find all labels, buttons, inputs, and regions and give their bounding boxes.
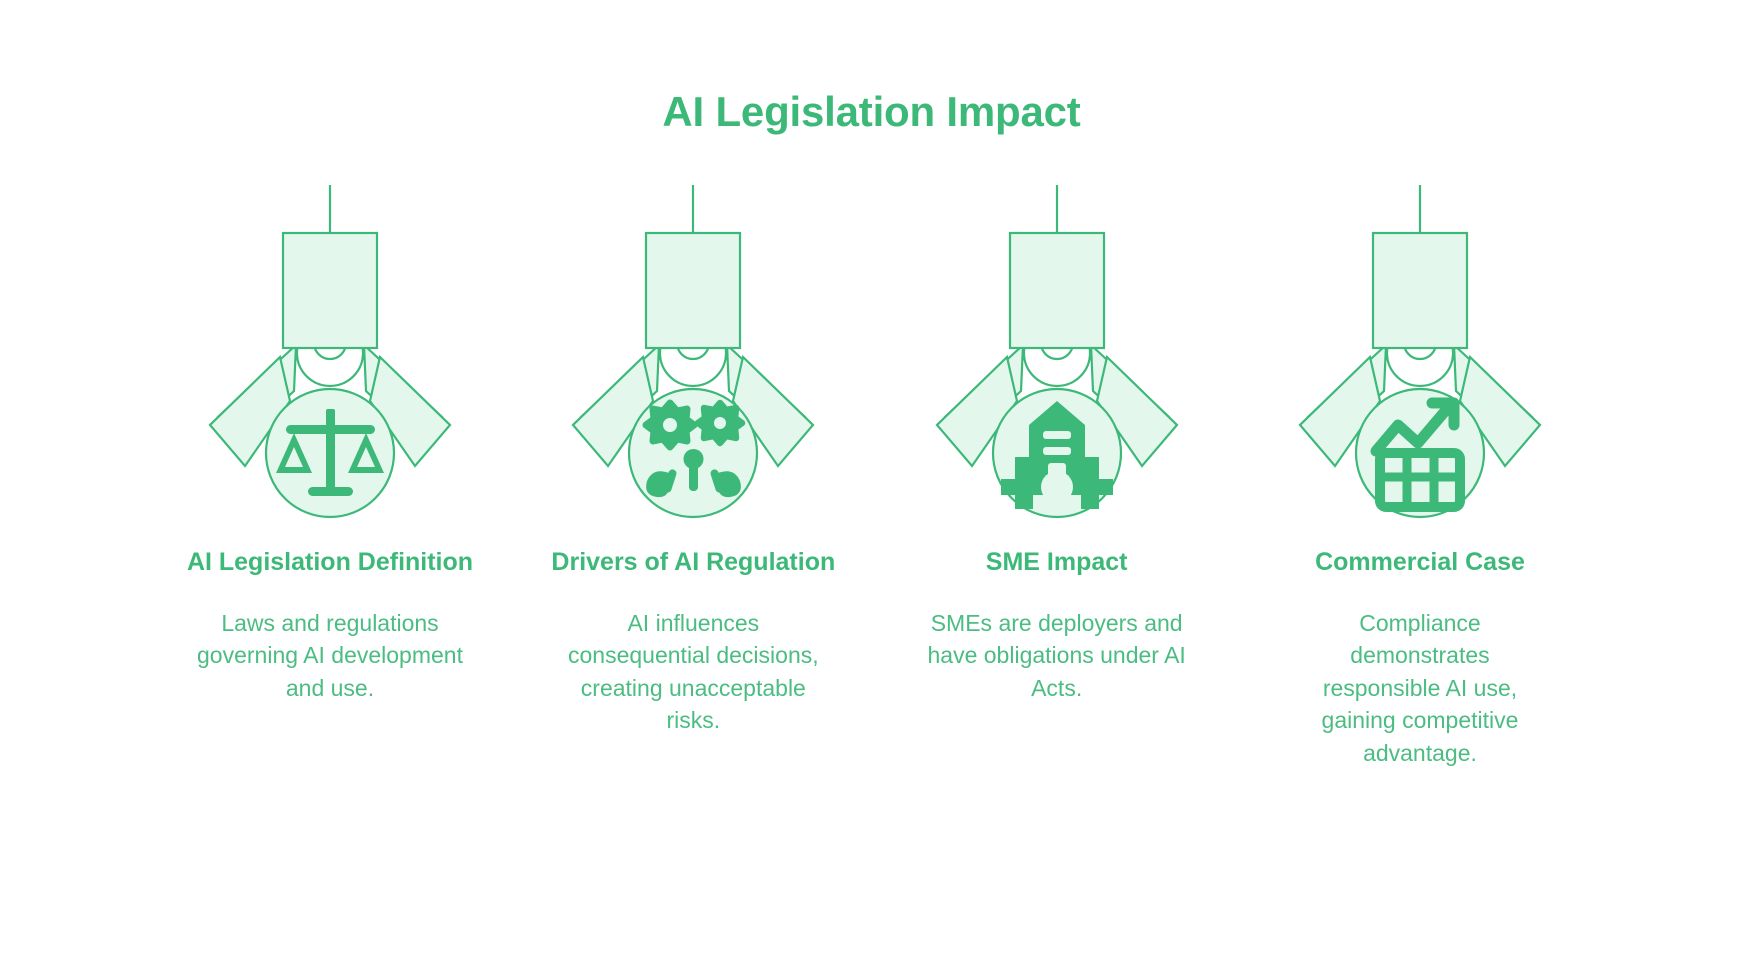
factory-gear-icon <box>1000 401 1113 509</box>
left-forearm-icon <box>208 354 292 468</box>
page-title: AI Legislation Impact <box>662 88 1081 135</box>
column-drivers-of-ai-regulation: Drivers of AI Regulation AI influences c… <box>523 185 863 737</box>
column-body: Compliance demonstrates responsible AI u… <box>1321 609 1519 767</box>
head-icon <box>645 231 742 350</box>
figure-robot-factory <box>887 185 1227 535</box>
column-sme-impact: SME Impact SMEs are deployers and have o… <box>887 185 1227 704</box>
column-commercial-case: Commercial Case Compliance demonstrates … <box>1250 185 1590 770</box>
right-forearm-icon <box>1095 354 1179 468</box>
figure-robot-scales <box>160 185 500 535</box>
head-icon <box>1008 231 1105 350</box>
column-body: Laws and regulations governing AI develo… <box>197 609 463 701</box>
head-icon <box>281 231 379 350</box>
right-forearm-icon <box>1458 354 1542 468</box>
gear-flowers-icon <box>642 399 746 498</box>
scales-of-justice-icon <box>276 409 384 496</box>
column-body: SMEs are deployers and have obligations … <box>927 609 1186 701</box>
columns-container: AI Legislation Definition Laws and regul… <box>160 185 1590 770</box>
figure-robot-growth-chart <box>1250 185 1590 535</box>
column-heading: Commercial Case <box>1315 548 1525 576</box>
head-icon <box>1371 231 1469 350</box>
left-forearm-icon <box>935 354 1018 468</box>
column-heading: AI Legislation Definition <box>186 548 474 576</box>
column-heading: Drivers of AI Regulation <box>551 548 836 576</box>
right-forearm-icon <box>368 354 452 468</box>
right-forearm-icon <box>732 354 815 468</box>
column-ai-legislation-definition: AI Legislation Definition Laws and regul… <box>160 185 500 704</box>
figure-robot-gear-flowers <box>523 185 863 535</box>
left-forearm-icon <box>571 354 655 468</box>
growth-chart-icon <box>1370 397 1465 512</box>
left-forearm-icon <box>1298 354 1382 468</box>
column-body: AI influences consequential decisions, c… <box>568 609 819 734</box>
column-heading: SME Impact <box>985 548 1128 576</box>
